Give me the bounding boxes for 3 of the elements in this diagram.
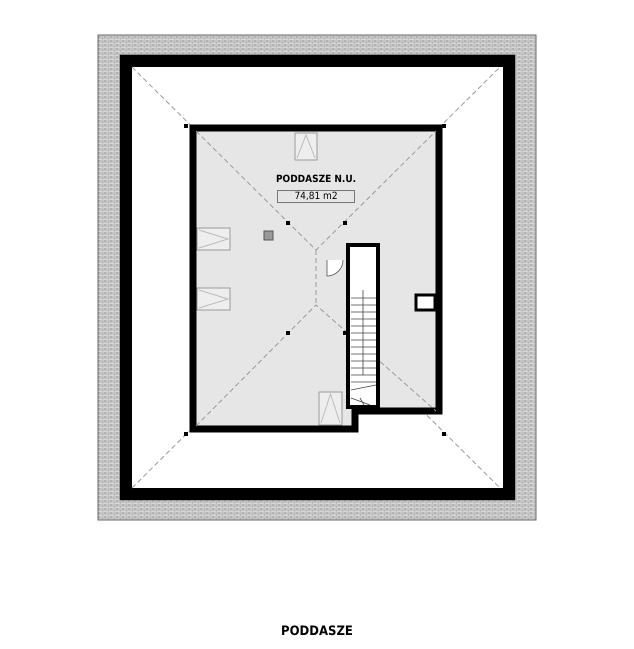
- room-name: PODDASZE N.U.: [274, 174, 358, 185]
- plan-caption: PODDASZE: [280, 624, 354, 639]
- area-label: 74,81 m2: [277, 190, 355, 203]
